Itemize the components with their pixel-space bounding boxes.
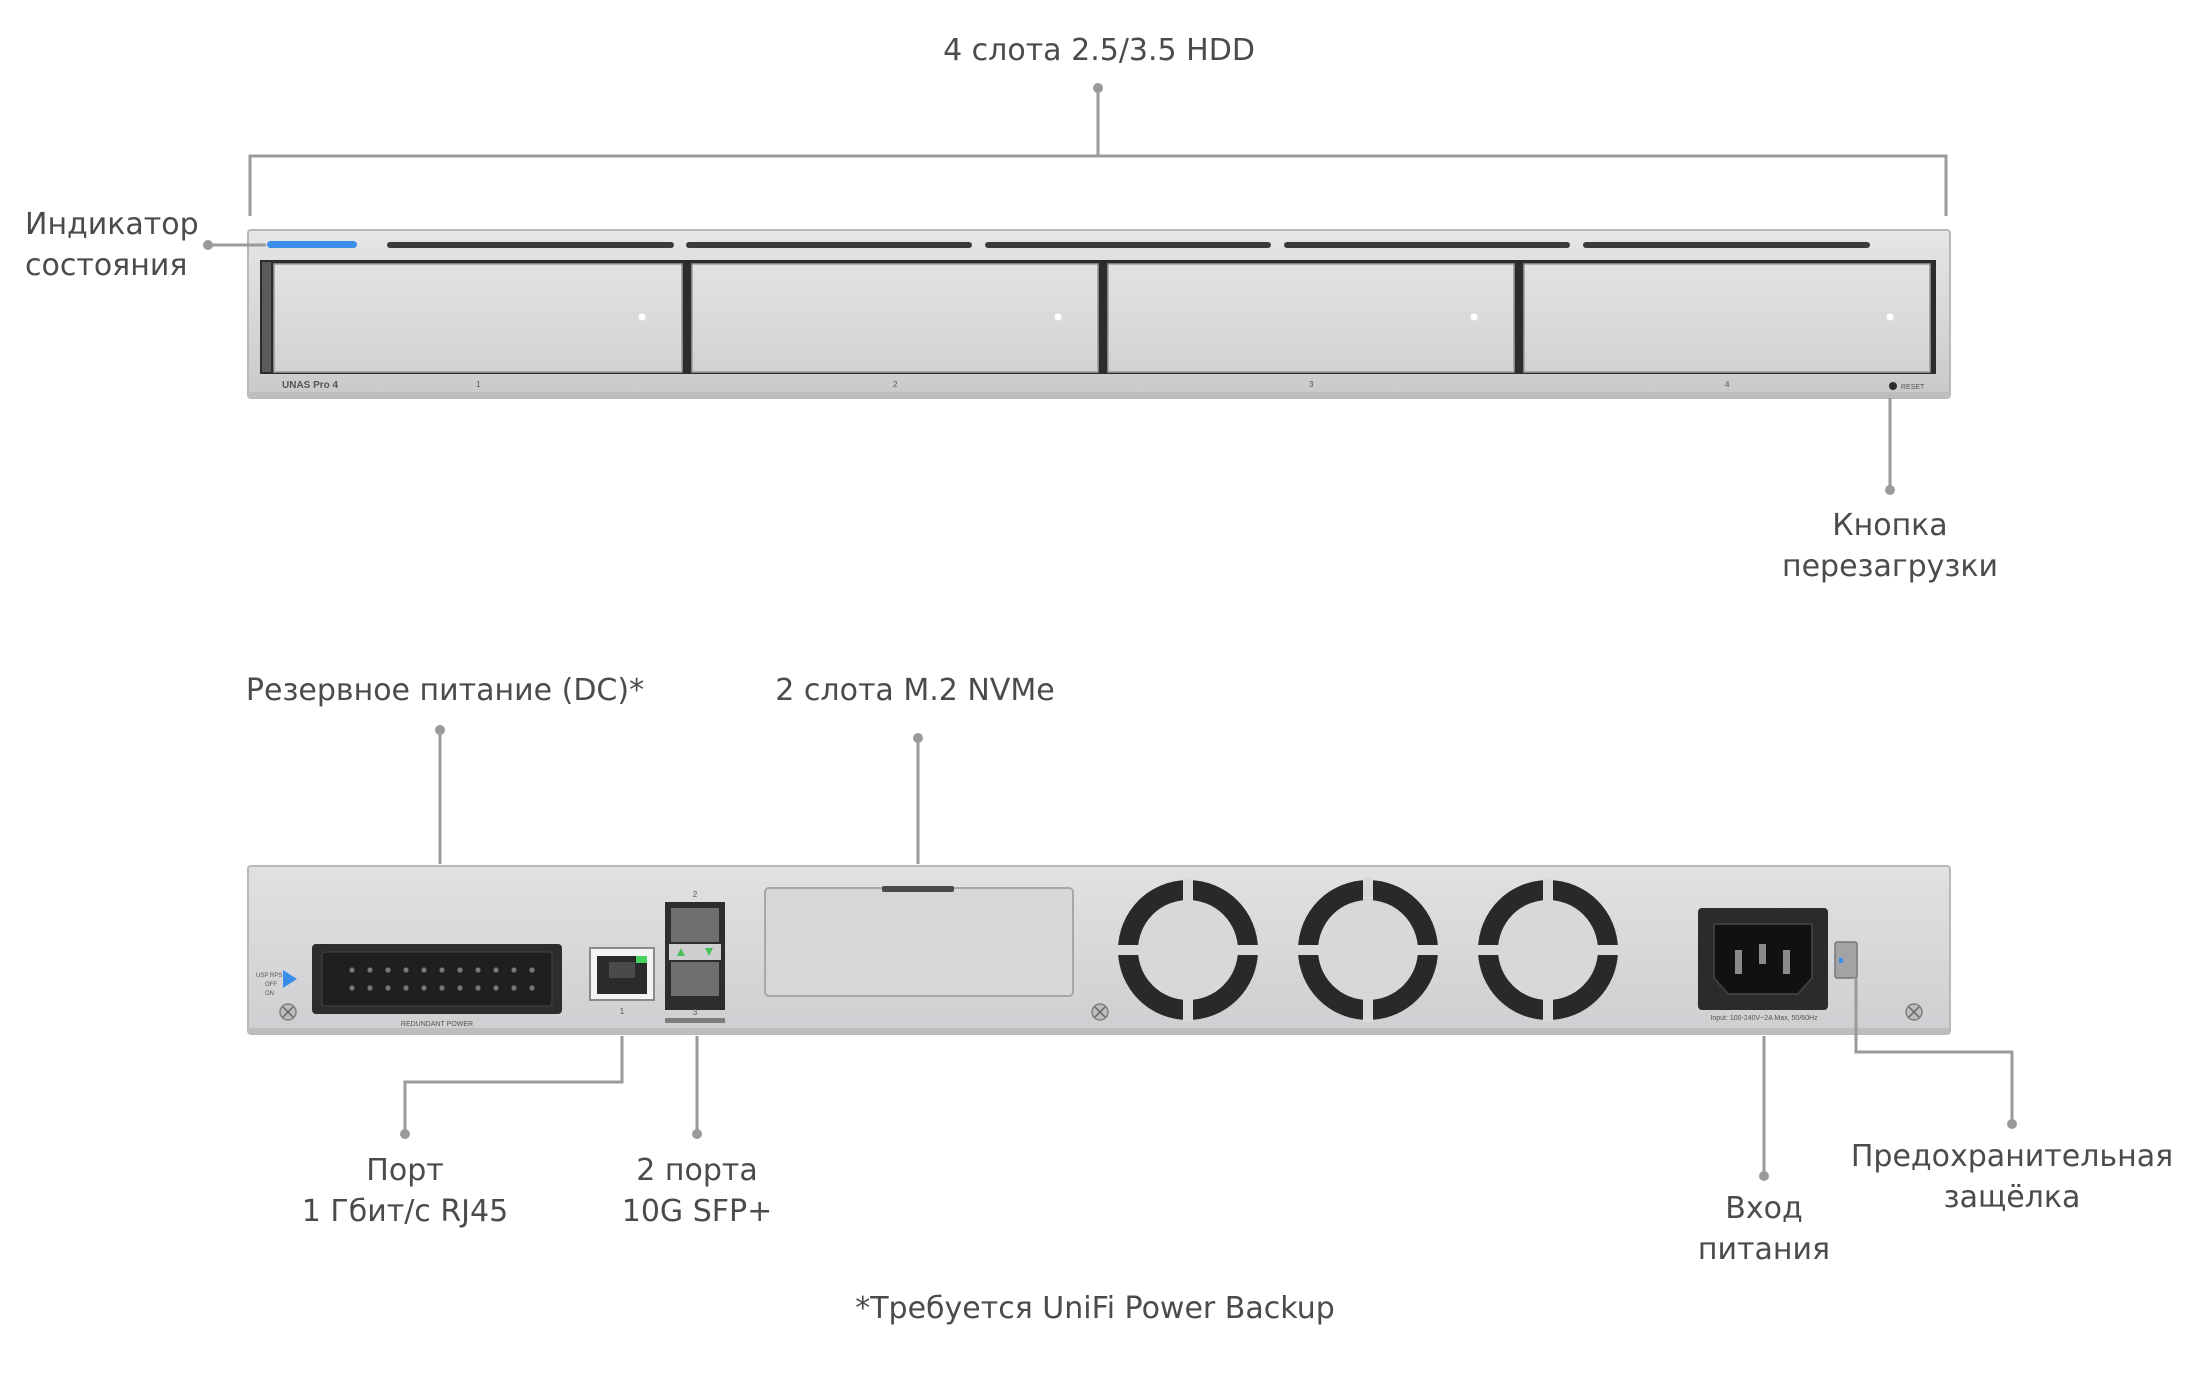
reset-button[interactable] [1889,382,1897,390]
model-name: UNAS Pro 4 [282,380,339,391]
drive-tray-1[interactable] [273,263,683,373]
rj45-port[interactable] [589,947,655,1001]
status-led [267,241,357,248]
sfp-ports[interactable] [665,902,725,1023]
rear-leader-lines [403,730,2014,1176]
drive-tray-2[interactable] [691,263,1099,373]
reset-label-line-2: перезагрузки [1781,549,1999,584]
input-rating-text: Input: 100-240V~2A Max, 50/60Hz [1710,1015,1818,1022]
fan-icon [1116,878,1620,1022]
bay-number-1: 1 [476,380,481,389]
sfp-number-3: 3 [693,1008,698,1017]
rj45-label-line-1: Порт [366,1153,444,1188]
tray-2-indicator [1054,313,1062,321]
sfp-label-line-1: 2 порта [636,1153,758,1188]
safety-latch[interactable] [1834,941,1858,979]
reset-text: RESET [1901,384,1925,391]
power-inlet[interactable] [1698,908,1828,1010]
bay-number-3: 3 [1309,380,1314,389]
latch-label-line-1: Предохранительная [1850,1139,2174,1174]
redundant-power-connector[interactable] [312,944,562,1014]
reset-leader-dot [1885,485,1895,495]
rear-panel: USP RPS OFF ON REDUNDANT POWER [247,725,2017,1181]
power-label-line-2: питания [1697,1232,1831,1267]
status-label-line-1: Индикатор [25,207,199,242]
tray-1-indicator [638,313,646,321]
power-input-label: Вход питания [1644,1188,1884,1270]
switch-text-rps: USP RPS [256,973,282,979]
rear-leader-dots [400,725,2017,1181]
redundant-power-text: REDUNDANT POWER [401,1021,473,1028]
status-indicator-label: Индикатор состояния [25,204,199,286]
tray-3-indicator [1470,313,1478,321]
power-switch[interactable]: USP RPS OFF ON [256,970,297,997]
hdd-leader-dot [1093,83,1103,93]
front-panel: UNAS Pro 4 1 2 3 4 RESET [203,83,1951,495]
front-vent-slots [387,242,1870,248]
latch-label-line-2: защёлка [1943,1180,2081,1215]
status-leader-dot [203,240,213,250]
status-label-line-2: состояния [25,248,188,283]
drive-tray-4[interactable] [1523,263,1931,373]
bay-number-2: 2 [893,380,898,389]
footnote: *Требуется UniFi Power Backup [855,1291,1335,1326]
drive-tray-3[interactable] [1107,263,1515,373]
tray-4-indicator [1886,313,1894,321]
sfp-label-line-2: 10G SFP+ [621,1194,773,1229]
sfp-ports-label: 2 порта 10G SFP+ [572,1150,822,1232]
switch-text-off: OFF [265,982,277,988]
switch-text-on: ON [265,991,274,997]
nvme-cover[interactable] [764,886,1074,997]
rj45-number: 1 [620,1007,625,1016]
safety-latch-label: Предохранительная защёлка [1832,1136,2190,1218]
rj45-port-label: Порт 1 Гбит/с RJ45 [255,1150,555,1232]
hdd-slots-label: 4 слота 2.5/3.5 HDD [943,33,1255,68]
reset-label-line-1: Кнопка [1832,508,1948,543]
hdd-bracket-leader [248,88,1948,216]
sfp-number-2: 2 [693,890,698,899]
bay-number-4: 4 [1725,380,1730,389]
nvme-slots-label: 2 слота M.2 NVMe [775,673,1055,708]
power-label-line-1: Вход [1725,1191,1803,1226]
rj45-label-line-2: 1 Гбит/с RJ45 [301,1194,509,1229]
reset-button-label: Кнопка перезагрузки [1740,505,2040,587]
redundant-power-label: Резервное питание (DC)* [245,673,645,708]
